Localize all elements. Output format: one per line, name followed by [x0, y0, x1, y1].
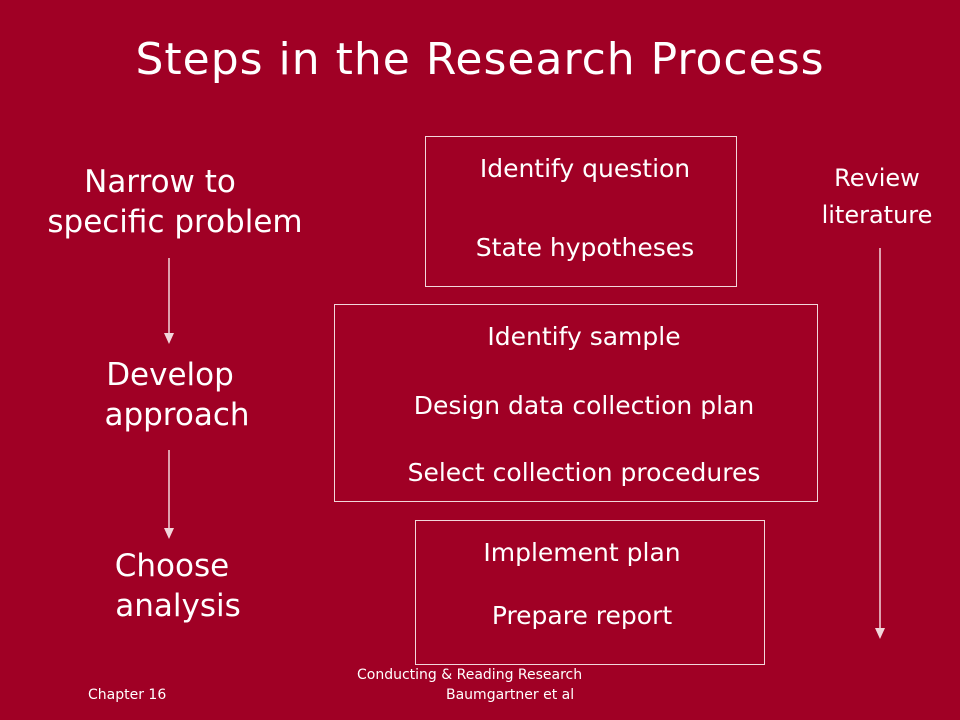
step-choose-line1: Choose [114, 548, 230, 584]
footer-chapter: Chapter 16 [88, 687, 167, 703]
arrow-review-literature [875, 248, 885, 639]
step-develop-line1: Develop [106, 357, 234, 393]
review-literature-label: Review literature [800, 160, 954, 234]
step-develop-approach: Develop approach [92, 355, 262, 435]
item-implement-plan: Implement plan [483, 538, 681, 567]
item-identify-question: Identify question [479, 154, 691, 183]
review-line1: Review [834, 164, 920, 192]
box-sample-data-collection [334, 304, 818, 502]
step-choose-analysis: Choose analysis [98, 546, 258, 626]
step-choose-line2: analysis [115, 588, 241, 624]
footer-course: Conducting & Reading Research [357, 667, 583, 683]
step-narrow-line2: specific problem [47, 204, 303, 240]
review-line2: literature [821, 201, 933, 229]
footer-authors: Baumgartner et al [446, 687, 575, 703]
step-develop-line2: approach [104, 397, 250, 433]
item-prepare-report: Prepare report [491, 601, 673, 630]
box-question-hypotheses [425, 136, 737, 287]
slide-title: Steps in the Research Process [135, 34, 825, 85]
step-narrow-problem: Narrow to specific problem [30, 162, 320, 242]
step-narrow-line1: Narrow to [84, 164, 236, 200]
item-state-hypotheses: State hypotheses [475, 233, 695, 262]
item-identify-sample: Identify sample [487, 322, 681, 351]
item-design-data-collection-plan: Design data collection plan [413, 391, 755, 420]
arrow-develop-to-choose [164, 450, 174, 539]
box-implement-report [415, 520, 765, 665]
arrow-narrow-to-develop [164, 258, 174, 344]
item-select-collection-procedures: Select collection procedures [407, 458, 761, 487]
